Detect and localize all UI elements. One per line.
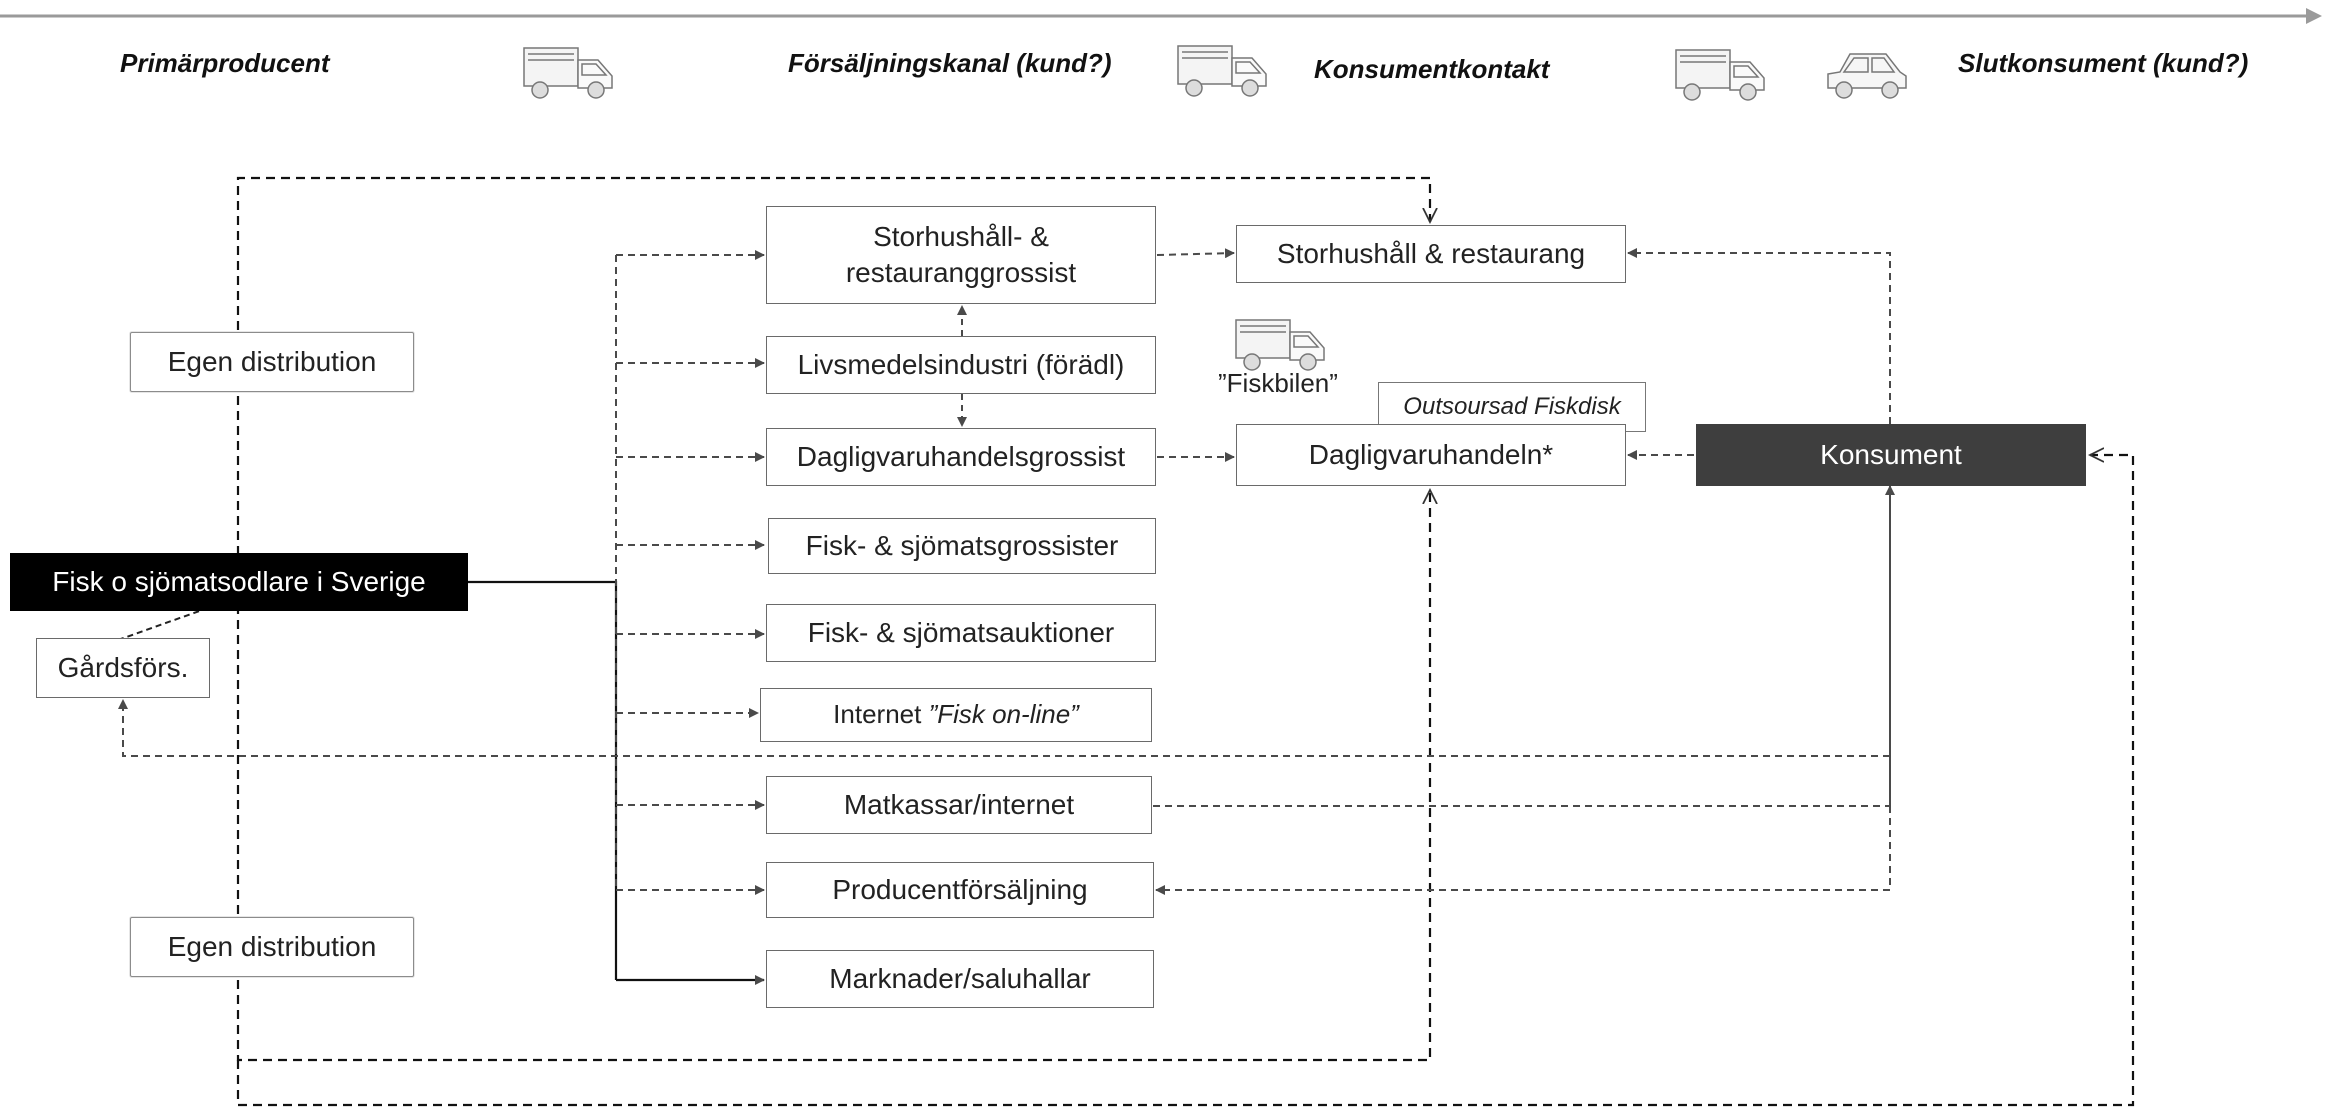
stage-slutkonsument: Slutkonsument (kund?) — [1958, 48, 2249, 78]
fisk-auktioner-box: Fisk- & sjömatsauktioner — [766, 604, 1156, 662]
egen-distribution-bottom-loop — [236, 490, 1430, 1062]
stage-konsumentkontakt: Konsumentkontakt — [1314, 54, 1550, 84]
truck-icon — [1235, 319, 1325, 371]
storhushall-grossist-label: Storhushåll- & restauranggrossist — [845, 220, 1077, 288]
truck-icon — [1675, 49, 1765, 101]
egen-distribution-bottom: Egen distribution — [130, 917, 414, 977]
gardsfors-box: Gårdsförs. — [36, 638, 210, 698]
stage-primarproducent: Primärproducent — [120, 48, 330, 78]
marknader-box: Marknader/saluhallar — [766, 950, 1154, 1008]
outsoursad-fiskdisk-box: Outsoursad Fiskdisk — [1378, 382, 1646, 432]
fiskbilen-label: ”Fiskbilen” — [1218, 368, 1338, 398]
internet-label: Internet — [833, 699, 929, 730]
car-icon — [1827, 53, 1907, 99]
konsument-box: Konsument — [1696, 424, 2086, 486]
producer-box: Fisk o sjömatsodlare i Sverige — [10, 553, 468, 611]
stage-forsaljningskanal: Försäljningskanal (kund?) — [788, 48, 1112, 78]
truck-icon — [523, 47, 613, 99]
storhushall-grossist-box: Storhushåll- & restauranggrossist — [766, 206, 1156, 304]
producentforsaljning-box: Producentförsäljning — [766, 862, 1154, 918]
internet-italic-label: ”Fisk on-line” — [928, 699, 1079, 730]
producer-trunk — [468, 580, 618, 980]
matkassar-box: Matkassar/internet — [766, 776, 1152, 834]
dagligvaruhandeln-box: Dagligvaruhandeln* — [1236, 424, 1626, 486]
timeline-arrow — [0, 8, 2322, 24]
internet-box: Internet ”Fisk on-line” — [760, 688, 1152, 742]
fisk-grossister-box: Fisk- & sjömatsgrossister — [768, 518, 1156, 574]
dagligvaru-grossist-box: Dagligvaruhandelsgrossist — [766, 428, 1156, 486]
konsument-outer-loop — [236, 455, 2135, 1107]
truck-icon — [1177, 45, 1267, 97]
livsmedelsindustri-box: Livsmedelsindustri (förädl) — [766, 336, 1156, 394]
egen-distribution-top: Egen distribution — [130, 332, 414, 392]
storhushall-restaurang-box: Storhushåll & restaurang — [1236, 225, 1626, 283]
